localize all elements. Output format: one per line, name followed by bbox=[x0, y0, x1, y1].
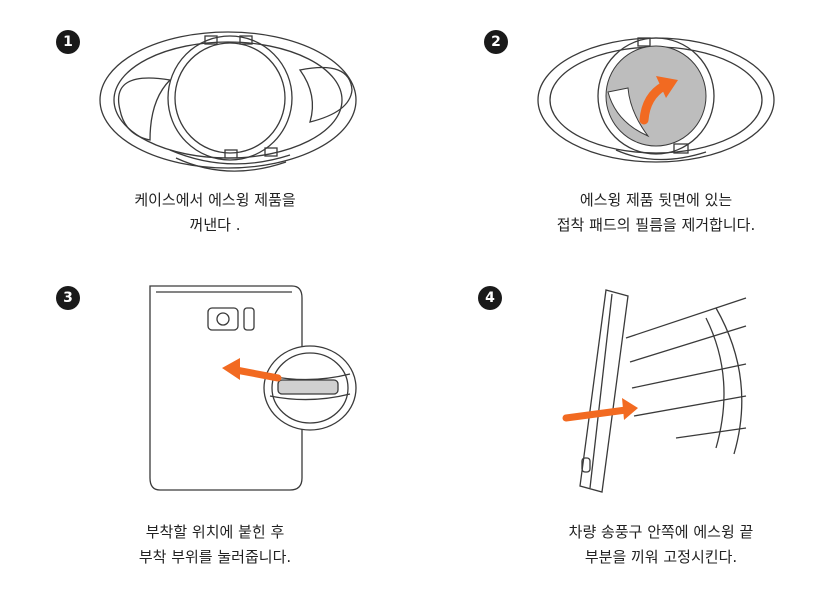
step-3-number-badge: 3 bbox=[56, 286, 80, 310]
step-2-panel: 2 에스윙 제품 뒷면에 있는 접착 패드의 필름을 제거합니다. bbox=[416, 0, 832, 300]
step-3-panel: 3 부착할 위치에 붙힌 후 부착 부위를 눌러줍니다. bbox=[0, 285, 416, 600]
insert-into-car-vent-illustration bbox=[562, 289, 747, 493]
step-1-panel: 1 케이스에서 에스윙 제품을 꺼낸다 . bbox=[0, 0, 416, 300]
step-1-caption-line2: 꺼낸다 . bbox=[189, 216, 241, 234]
step-2-caption: 에스윙 제품 뒷면에 있는 접착 패드의 필름을 제거합니다. bbox=[496, 188, 816, 238]
step-2-caption-line2: 접착 패드의 필름을 제거합니다. bbox=[556, 216, 756, 234]
step-1-caption-line1: 케이스에서 에스윙 제품을 bbox=[134, 191, 296, 209]
step-4-caption-line1: 차량 송풍구 안쪽에 에스윙 끝 bbox=[568, 523, 754, 541]
step-1-caption: 케이스에서 에스윙 제품을 꺼낸다 . bbox=[80, 188, 350, 238]
step-4-panel: 4 차량 송풍구 안쪽에 에스윙 끝 부분을 끼워 고정시킨다. bbox=[416, 286, 832, 600]
step-3-caption-line2: 부착 부위를 눌러줍니다. bbox=[138, 548, 292, 566]
step-3-caption-line1: 부착할 위치에 붙힌 후 bbox=[145, 523, 285, 541]
remove-adhesive-film-illustration bbox=[537, 37, 775, 163]
step-1-number-badge: 1 bbox=[56, 30, 80, 54]
step-2-caption-line1: 에스윙 제품 뒷면에 있는 bbox=[579, 191, 733, 209]
swing-ring-out-of-case-illustration bbox=[99, 31, 357, 172]
step-3-caption: 부착할 위치에 붙힌 후 부착 부위를 눌러줍니다. bbox=[70, 520, 360, 570]
step-2-number-badge: 2 bbox=[484, 30, 508, 54]
step-4-number-badge: 4 bbox=[478, 286, 502, 310]
attach-to-phone-illustration bbox=[149, 285, 357, 491]
step-4-caption-line2: 부분을 끼워 고정시킨다. bbox=[584, 548, 738, 566]
step-4-caption: 차량 송풍구 안쪽에 에스윙 끝 부분을 끼워 고정시킨다. bbox=[506, 520, 816, 570]
